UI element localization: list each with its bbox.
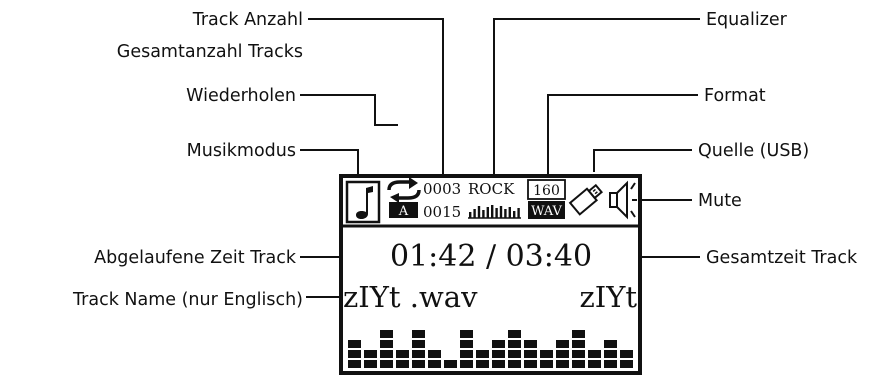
spectrum-block bbox=[572, 360, 585, 368]
usb-icon bbox=[568, 183, 604, 216]
spectrum-block bbox=[572, 350, 585, 358]
track-name: zIYt .wav bbox=[343, 280, 478, 314]
spectrum-block bbox=[492, 350, 505, 358]
spectrum-block bbox=[524, 340, 537, 348]
equalizer-bars-icon bbox=[468, 205, 521, 219]
spectrum-block bbox=[508, 360, 521, 368]
spectrum-block bbox=[524, 350, 537, 358]
bitrate-value: 160 bbox=[533, 183, 560, 199]
spectrum-block bbox=[620, 350, 633, 358]
spectrum-block bbox=[396, 350, 409, 358]
label-format: Format bbox=[704, 86, 766, 106]
label-total-time: Gesamtzeit Track bbox=[706, 248, 858, 268]
spectrum-block bbox=[348, 350, 361, 358]
label-elapsed-time: Abgelaufene Zeit Track bbox=[94, 248, 297, 268]
spectrum-block bbox=[588, 350, 601, 358]
spectrum-block bbox=[604, 350, 617, 358]
format-value: WAV bbox=[531, 204, 562, 219]
eq-mini-bar bbox=[513, 211, 516, 218]
repeat-icon bbox=[387, 177, 421, 203]
spectrum-block bbox=[508, 330, 521, 338]
spectrum-block bbox=[460, 350, 473, 358]
spectrum-block bbox=[364, 350, 377, 358]
label-total-tracks: Gesamtanzahl Tracks bbox=[117, 42, 303, 62]
eq-mini-bar bbox=[482, 210, 485, 218]
spectrum-block bbox=[604, 360, 617, 368]
spectrum-block bbox=[476, 350, 489, 358]
spectrum-block bbox=[412, 340, 425, 348]
spectrum-block bbox=[428, 360, 441, 368]
label-repeat: Wiederholen bbox=[186, 86, 296, 106]
spectrum-block bbox=[620, 360, 633, 368]
spectrum-block bbox=[380, 360, 393, 368]
time-display: 01:42 / 03:40 bbox=[390, 239, 592, 274]
spectrum-block bbox=[540, 350, 553, 358]
eq-mini-bar bbox=[477, 206, 481, 218]
eq-mini-bar bbox=[504, 209, 507, 218]
spectrum-block bbox=[508, 350, 521, 358]
leader-repeat bbox=[300, 94, 398, 126]
spectrum-block bbox=[556, 350, 569, 358]
spectrum-block bbox=[604, 340, 617, 348]
eq-preset: ROCK bbox=[468, 180, 515, 198]
leader-equalizer bbox=[493, 18, 700, 176]
spectrum-block bbox=[572, 330, 585, 338]
eq-mini-bar bbox=[473, 209, 476, 218]
spectrum-block bbox=[348, 360, 361, 368]
spectrum-block bbox=[396, 360, 409, 368]
label-equalizer: Equalizer bbox=[706, 10, 788, 30]
eq-mini-bar bbox=[469, 212, 472, 218]
eq-mini-bar bbox=[508, 207, 511, 218]
spectrum-block bbox=[412, 360, 425, 368]
track-name-scroll: zIYt bbox=[579, 280, 637, 314]
spectrum-block bbox=[556, 340, 569, 348]
leader-track-count bbox=[308, 18, 444, 198]
format-badge bbox=[528, 201, 565, 219]
total-tracks: 0015 bbox=[423, 203, 461, 221]
spectrum-block bbox=[380, 340, 393, 348]
spectrum-block bbox=[508, 340, 521, 348]
spectrum-block bbox=[524, 360, 537, 368]
bitrate-box bbox=[527, 179, 566, 200]
leader-music-mode bbox=[300, 149, 359, 176]
eq-mini-bar bbox=[491, 205, 494, 218]
repeat-mode-badge bbox=[389, 202, 418, 218]
spectrum-block bbox=[460, 330, 473, 338]
spectrum-visualizer bbox=[348, 330, 633, 368]
repeat-mode-value: A bbox=[398, 204, 409, 219]
spectrum-block bbox=[460, 340, 473, 348]
spectrum-block bbox=[556, 360, 569, 368]
spectrum-block bbox=[412, 350, 425, 358]
label-music-mode: Musikmodus bbox=[187, 141, 296, 161]
spectrum-block bbox=[492, 340, 505, 348]
spectrum-block bbox=[428, 350, 441, 358]
spectrum-block bbox=[348, 340, 361, 348]
spectrum-block bbox=[492, 360, 505, 368]
label-source: Quelle (USB) bbox=[698, 141, 809, 161]
leader-format bbox=[547, 94, 698, 176]
spectrum-block bbox=[588, 360, 601, 368]
spectrum-block bbox=[540, 360, 553, 368]
eq-mini-bar bbox=[486, 207, 489, 218]
spectrum-block bbox=[412, 330, 425, 338]
eq-mini-bar bbox=[495, 208, 498, 218]
leader-source bbox=[593, 149, 692, 172]
spectrum-block bbox=[364, 360, 377, 368]
spectrum-block bbox=[444, 360, 457, 368]
music-note-icon bbox=[345, 180, 381, 224]
speaker-mute-icon bbox=[609, 180, 637, 220]
eq-mini-bar bbox=[517, 208, 520, 218]
spectrum-block bbox=[572, 340, 585, 348]
label-track-count: Track Anzahl bbox=[192, 10, 303, 30]
label-track-name: Track Name (nur Englisch) bbox=[72, 290, 303, 310]
spectrum-block bbox=[476, 360, 489, 368]
label-mute: Mute bbox=[698, 191, 742, 211]
spectrum-block bbox=[460, 360, 473, 368]
spectrum-block bbox=[380, 330, 393, 338]
eq-mini-bar bbox=[499, 206, 503, 218]
track-number: 0003 bbox=[423, 180, 461, 198]
spectrum-block bbox=[380, 350, 393, 358]
